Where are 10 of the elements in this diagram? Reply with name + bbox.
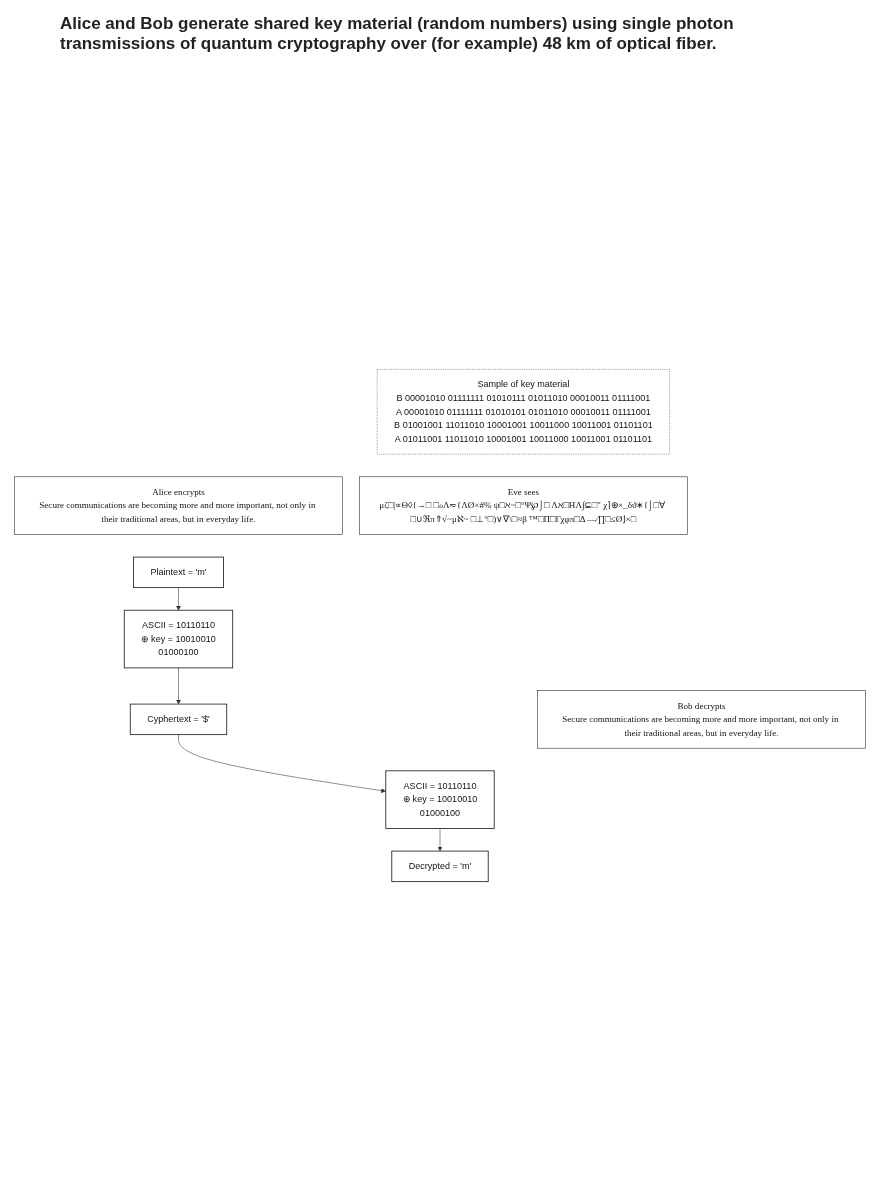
node-box: Alice encrypts Secure communications are becoming more and more important, not only in their traditional areas, but in everyday life. — [14, 476, 343, 535]
node-box: Decrypted = 'm' — [391, 850, 489, 883]
node-box: Bob decrypts Secure communications are becoming more and more important, not only in their traditional areas, but in everyday life. — [537, 690, 866, 749]
description-text: Alice and Bob generate shared key material (random numbers) using single photon transmissions of quantum cryptography over (for example) 48 km of optical fiber. — [60, 14, 735, 54]
node-box: Sample of key material B 00001010 01111111 01010111 01011010 00010011 01111001 A 00001010 01111111 01010101 01011010 00010011 01111001 B 01001001 11011010 10001001 10011000 10011001 01101101 A 01011001 11011010 10001001 10011000 10011001 01101101 — [376, 369, 670, 455]
node-box: Plaintext = 'm' — [133, 556, 224, 589]
node-box: ASCII = 10110110 ⊕ key = 10010010 01000100 — [123, 609, 234, 669]
node-box: Eve sees μζ□|∝Θ◊{→□ □ℴΛ≂{ΛØ×#% ψ□ℵ~□°Ψ℘⌡□ Λℵ□HΛ∫⊆□″ χ⌉⊕×_δϑ∗{⌡□∀ □∪ℜπ⇑√~μℵ~ □⊥°□)∨∇\□≈β ™□Π□Γχφπ□Δ —⁄∏□≤Ø⌋×□ — [359, 476, 688, 535]
node-box: Cyphertext = '$' — [129, 703, 228, 736]
node-box: ASCII = 10110110 ⊕ key = 10010010 01000100 — [385, 770, 495, 829]
